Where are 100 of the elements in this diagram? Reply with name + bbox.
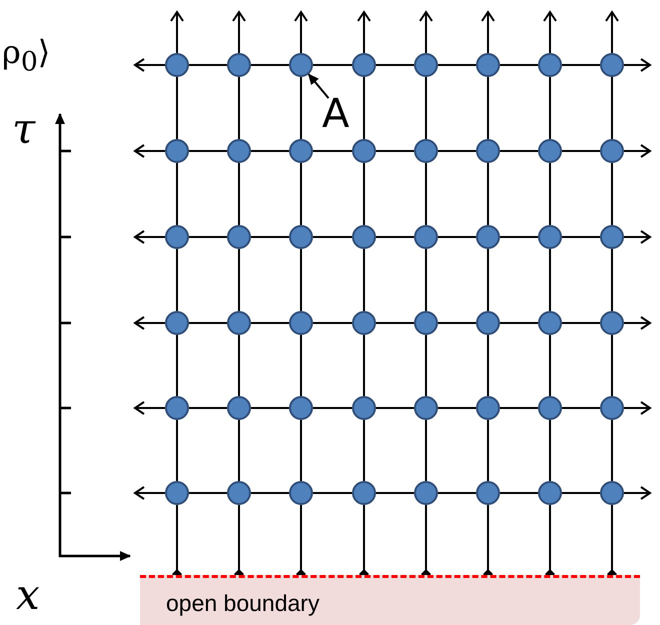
- connector-line: [487, 420, 489, 481]
- tensor-node: [352, 481, 376, 505]
- connector-line: [425, 249, 427, 311]
- tensor-node: [227, 53, 251, 77]
- connector-line: [611, 249, 613, 311]
- arrow: [134, 58, 165, 72]
- connector-line: [176, 335, 178, 396]
- connector-line: [363, 77, 365, 139]
- connector-line: [611, 420, 613, 481]
- connector-line: [611, 163, 613, 225]
- connector-line: [176, 420, 178, 481]
- tensor-node: [352, 396, 376, 420]
- connector-line: [300, 163, 302, 225]
- tensor-node: [165, 225, 189, 249]
- arrow: [134, 486, 165, 500]
- tensor-node: [538, 225, 562, 249]
- connector-line: [487, 77, 489, 139]
- connector-line: [500, 407, 538, 409]
- connector-line: [487, 163, 489, 225]
- connector-line: [376, 64, 414, 66]
- arrow: [624, 144, 651, 158]
- arrow: [134, 144, 165, 158]
- arrow: [294, 11, 308, 53]
- arrow: [419, 11, 433, 53]
- connector-line: [562, 236, 600, 238]
- arrow: [134, 316, 165, 330]
- tensor-node: [165, 139, 189, 163]
- connector-line: [425, 420, 427, 481]
- tensor-node: [538, 481, 562, 505]
- connector-line: [438, 150, 476, 152]
- connector-line: [549, 335, 551, 396]
- boundary-text: open boundary: [166, 590, 320, 617]
- arrow: [481, 11, 495, 53]
- connector-line: [189, 150, 227, 152]
- connector-line: [562, 492, 600, 494]
- connector-line: [562, 407, 600, 409]
- connector-line: [500, 236, 538, 238]
- tensor-node: [476, 139, 500, 163]
- arrow: [232, 11, 246, 53]
- connector-line: [313, 492, 352, 494]
- connector-line: [363, 249, 365, 311]
- connector-line: [189, 64, 227, 66]
- connector-line: [300, 77, 302, 139]
- tensor-node: [538, 311, 562, 335]
- connector-line: [376, 236, 414, 238]
- tensor-node: [600, 139, 624, 163]
- connector-line: [189, 492, 227, 494]
- connector-line: [176, 163, 178, 225]
- tensor-node: [165, 53, 189, 77]
- connector-line: [363, 420, 365, 481]
- tensor-node: [600, 53, 624, 77]
- arrow: [605, 11, 619, 53]
- tensor-node: [414, 53, 438, 77]
- arrow: [624, 486, 651, 500]
- connector-line: [487, 249, 489, 311]
- tensor-node: [165, 396, 189, 420]
- connector-line: [313, 64, 352, 66]
- tensor-node: [289, 53, 313, 77]
- tensor-node: [476, 225, 500, 249]
- connector-line: [438, 407, 476, 409]
- tensor-node: [476, 311, 500, 335]
- connector-line: [425, 77, 427, 139]
- connector-line: [438, 322, 476, 324]
- tensor-node: [538, 139, 562, 163]
- connector-line: [611, 335, 613, 396]
- arrow: [543, 11, 557, 53]
- connector-line: [549, 163, 551, 225]
- boundary-band: [140, 575, 640, 625]
- connector-line: [251, 64, 289, 66]
- tensor-node: [227, 481, 251, 505]
- connector-line: [251, 322, 289, 324]
- arrow: [624, 230, 651, 244]
- connector-line: [562, 322, 600, 324]
- leader-line: [308, 73, 330, 99]
- tensor-node: [289, 139, 313, 163]
- arrow: [134, 230, 165, 244]
- arrow: [357, 11, 371, 53]
- tensor-node: [227, 311, 251, 335]
- connector-line: [376, 322, 414, 324]
- tensor-node: [476, 481, 500, 505]
- tensor-node: [538, 396, 562, 420]
- connector-line: [189, 236, 227, 238]
- tensor-node: [289, 311, 313, 335]
- connector-line: [562, 64, 600, 66]
- connector-line: [251, 236, 289, 238]
- connector-line: [425, 163, 427, 225]
- connector-line: [238, 163, 240, 225]
- arrow: [624, 401, 651, 415]
- tensor-node: [165, 481, 189, 505]
- tensor-node: [476, 396, 500, 420]
- connector-line: [611, 77, 613, 139]
- connector-line: [238, 420, 240, 481]
- connector-line: [313, 150, 352, 152]
- tensor-node: [352, 311, 376, 335]
- tensor-node: [414, 311, 438, 335]
- connector-line: [438, 64, 476, 66]
- connector-line: [562, 150, 600, 152]
- connector-line: [313, 407, 352, 409]
- connector-line: [363, 163, 365, 225]
- arrow: [134, 401, 165, 415]
